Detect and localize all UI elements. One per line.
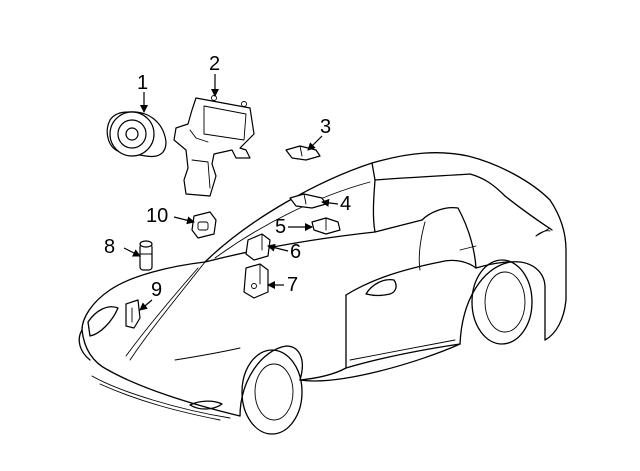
part-10-switch: [191, 211, 217, 239]
part-2-control-module: [173, 95, 255, 197]
part-4-sensor: [289, 193, 327, 209]
part-9-sensor: [125, 299, 141, 329]
callout-1: 1: [137, 72, 148, 94]
callout-6: 6: [290, 241, 301, 263]
callout-2: 2: [209, 53, 220, 75]
callout-4: 4: [340, 193, 351, 215]
part-5-sensor: [311, 217, 341, 235]
part-6-module: [245, 233, 271, 261]
callout-10: 10: [146, 205, 168, 227]
callout-9: 9: [151, 279, 162, 301]
car-body-outline: [78, 152, 567, 435]
part-8-sensor: [139, 240, 153, 271]
callout-3: 3: [320, 116, 331, 138]
callout-8: 8: [104, 236, 115, 258]
callout-leaders: [123, 74, 339, 311]
part-7-module: [243, 263, 269, 299]
part-1-speaker: [106, 111, 167, 158]
callout-7: 7: [287, 274, 298, 296]
part-3-sensor: [285, 145, 321, 161]
callout-5: 5: [275, 216, 286, 238]
